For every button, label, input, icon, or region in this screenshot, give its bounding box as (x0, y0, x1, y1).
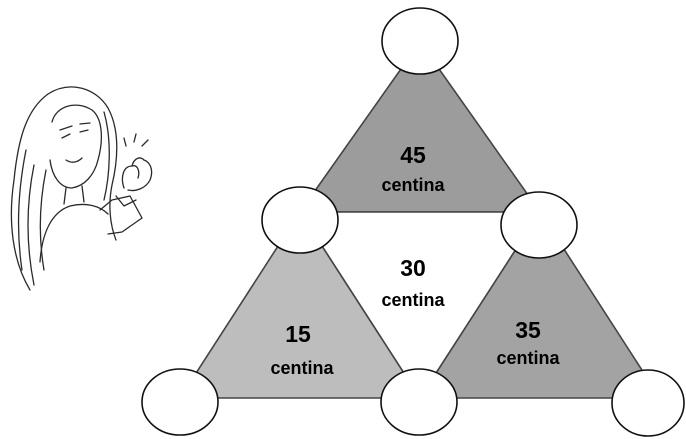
middle-triangle-word: centina (381, 290, 445, 310)
eyebrows (59, 122, 91, 131)
sleeve (99, 195, 143, 235)
mouth (65, 157, 83, 163)
shoulders (39, 203, 109, 263)
snap-lines (123, 133, 149, 147)
triangle-left (178, 210, 422, 399)
right-triangle-number: 35 (515, 317, 541, 343)
girl-illustration (10, 86, 153, 291)
left-triangle-word: centina (270, 358, 334, 378)
face-outline (49, 104, 103, 189)
left-triangle-number: 15 (285, 321, 311, 347)
triangle-right (418, 210, 662, 399)
middle-triangle-number: 30 (400, 255, 426, 281)
right-triangle-word: centina (496, 348, 560, 368)
circle-bottom-left[interactable] (141, 368, 219, 436)
hair-outline (10, 86, 118, 291)
circle-bottom-middle[interactable] (380, 368, 458, 436)
top-triangle-word: centina (381, 175, 445, 195)
hair-strands (17, 111, 110, 286)
circle-middle-left[interactable] (261, 186, 339, 254)
top-triangle-number: 45 (400, 142, 426, 168)
circle-middle-right[interactable] (500, 191, 578, 259)
sleeve-cuff (115, 195, 137, 207)
neck (63, 185, 85, 205)
eye-left (61, 133, 71, 139)
circle-bottom-right[interactable] (611, 369, 685, 437)
hand (121, 157, 153, 192)
circle-top[interactable] (381, 7, 459, 75)
eye-right (79, 129, 89, 133)
